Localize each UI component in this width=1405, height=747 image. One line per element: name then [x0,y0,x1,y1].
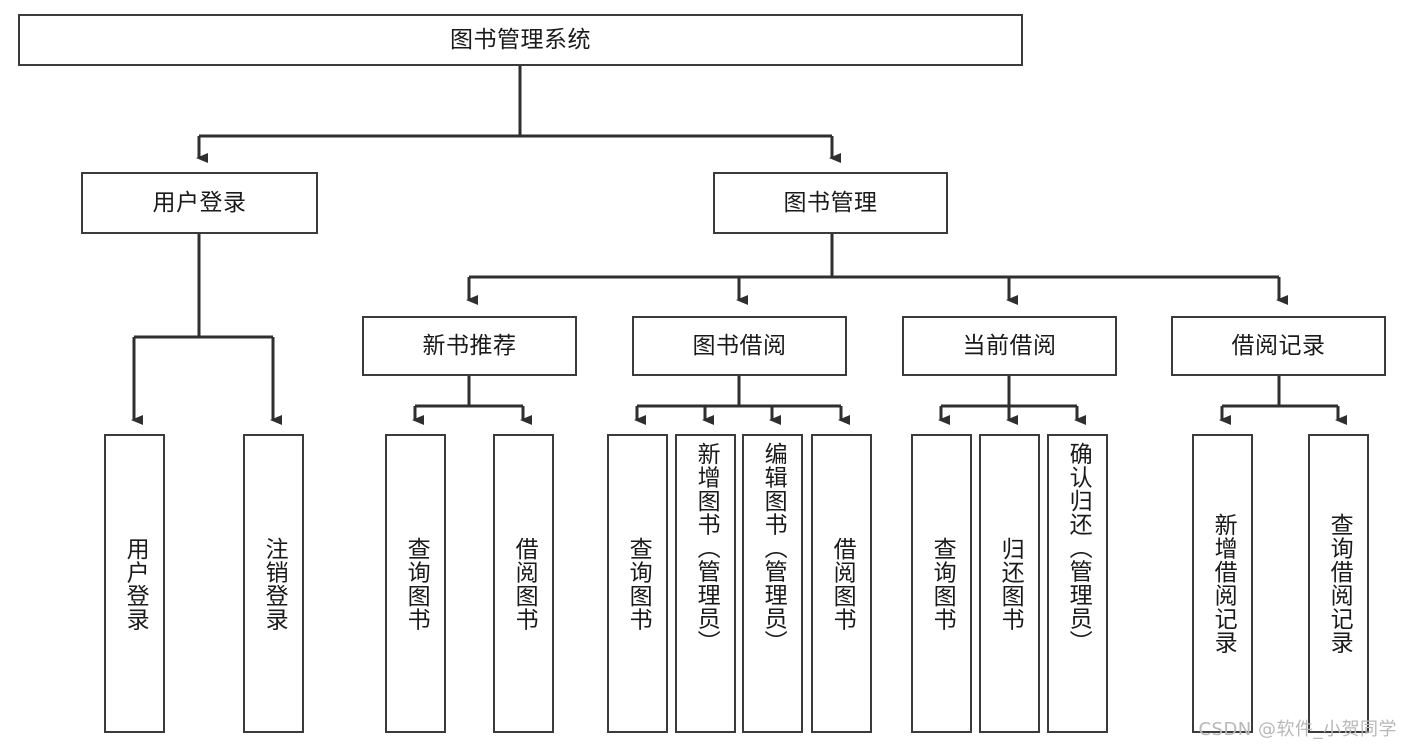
leaf-confirm-return-admin-label: 确认归还（管理员） [1065,442,1092,654]
node-current-borrow[interactable]: 当前借阅 [902,316,1117,376]
node-book-management[interactable]: 图书管理 [713,172,948,234]
node-new-book-recommend[interactable]: 新书推荐 [362,316,577,376]
leaf-return-books-label: 归还图书 [997,536,1024,631]
edges-records-to-leaves [1219,376,1347,425]
edges-bookmgmt-to-level3 [466,234,1288,305]
node-root[interactable]: 图书管理系统 [18,14,1023,66]
edges-root-to-level2 [196,66,841,163]
leaf-query-books-current-label: 查询图书 [929,536,956,631]
leaf-add-book-admin-label: 新增图书（管理员） [693,442,720,654]
node-root-label: 图书管理系统 [450,26,591,53]
edges-newbook-to-leaves [412,376,532,425]
edges-login-to-leaves [131,234,282,425]
leaf-query-books-recommend-label: 查询图书 [403,536,430,631]
leaf-confirm-return-admin[interactable]: 确认归还（管理员） [1047,434,1108,733]
leaf-query-books[interactable]: 查询图书 [607,434,668,733]
leaf-query-books-current[interactable]: 查询图书 [911,434,972,733]
edges-current-to-leaves [938,376,1086,425]
leaf-add-borrow-record-label: 新增借阅记录 [1210,513,1237,654]
leaf-borrow-books-label: 借阅图书 [829,536,856,631]
leaf-borrow-books-recommend[interactable]: 借阅图书 [493,434,554,733]
node-new-book-recommend-label: 新书推荐 [422,332,517,359]
node-book-management-label: 图书管理 [783,189,878,216]
node-borrow-records[interactable]: 借阅记录 [1171,316,1386,376]
leaf-logout[interactable]: 注销登录 [243,434,304,733]
leaf-edit-book-admin[interactable]: 编辑图书（管理员） [742,434,803,733]
leaf-query-books-label: 查询图书 [625,536,652,631]
leaf-query-books-recommend[interactable]: 查询图书 [385,434,446,733]
node-book-borrow[interactable]: 图书借阅 [632,316,847,376]
leaf-query-borrow-record-label: 查询借阅记录 [1326,513,1353,654]
leaf-logout-label: 注销登录 [261,536,288,631]
node-user-login[interactable]: 用户登录 [81,172,318,234]
edges-borrow-to-leaves [634,376,850,425]
leaf-edit-book-admin-label: 编辑图书（管理员） [760,442,787,654]
leaf-add-borrow-record[interactable]: 新增借阅记录 [1192,434,1253,733]
leaf-return-books[interactable]: 归还图书 [979,434,1040,733]
node-book-borrow-label: 图书借阅 [692,332,787,359]
leaf-user-login[interactable]: 用户登录 [104,434,165,733]
leaf-borrow-books-recommend-label: 借阅图书 [511,536,538,631]
node-user-login-label: 用户登录 [152,189,247,216]
leaf-user-login-label: 用户登录 [122,536,149,631]
leaf-query-borrow-record[interactable]: 查询借阅记录 [1308,434,1369,733]
node-borrow-records-label: 借阅记录 [1231,332,1326,359]
leaf-borrow-books[interactable]: 借阅图书 [811,434,872,733]
leaf-add-book-admin[interactable]: 新增图书（管理员） [675,434,736,733]
node-current-borrow-label: 当前借阅 [962,332,1057,359]
